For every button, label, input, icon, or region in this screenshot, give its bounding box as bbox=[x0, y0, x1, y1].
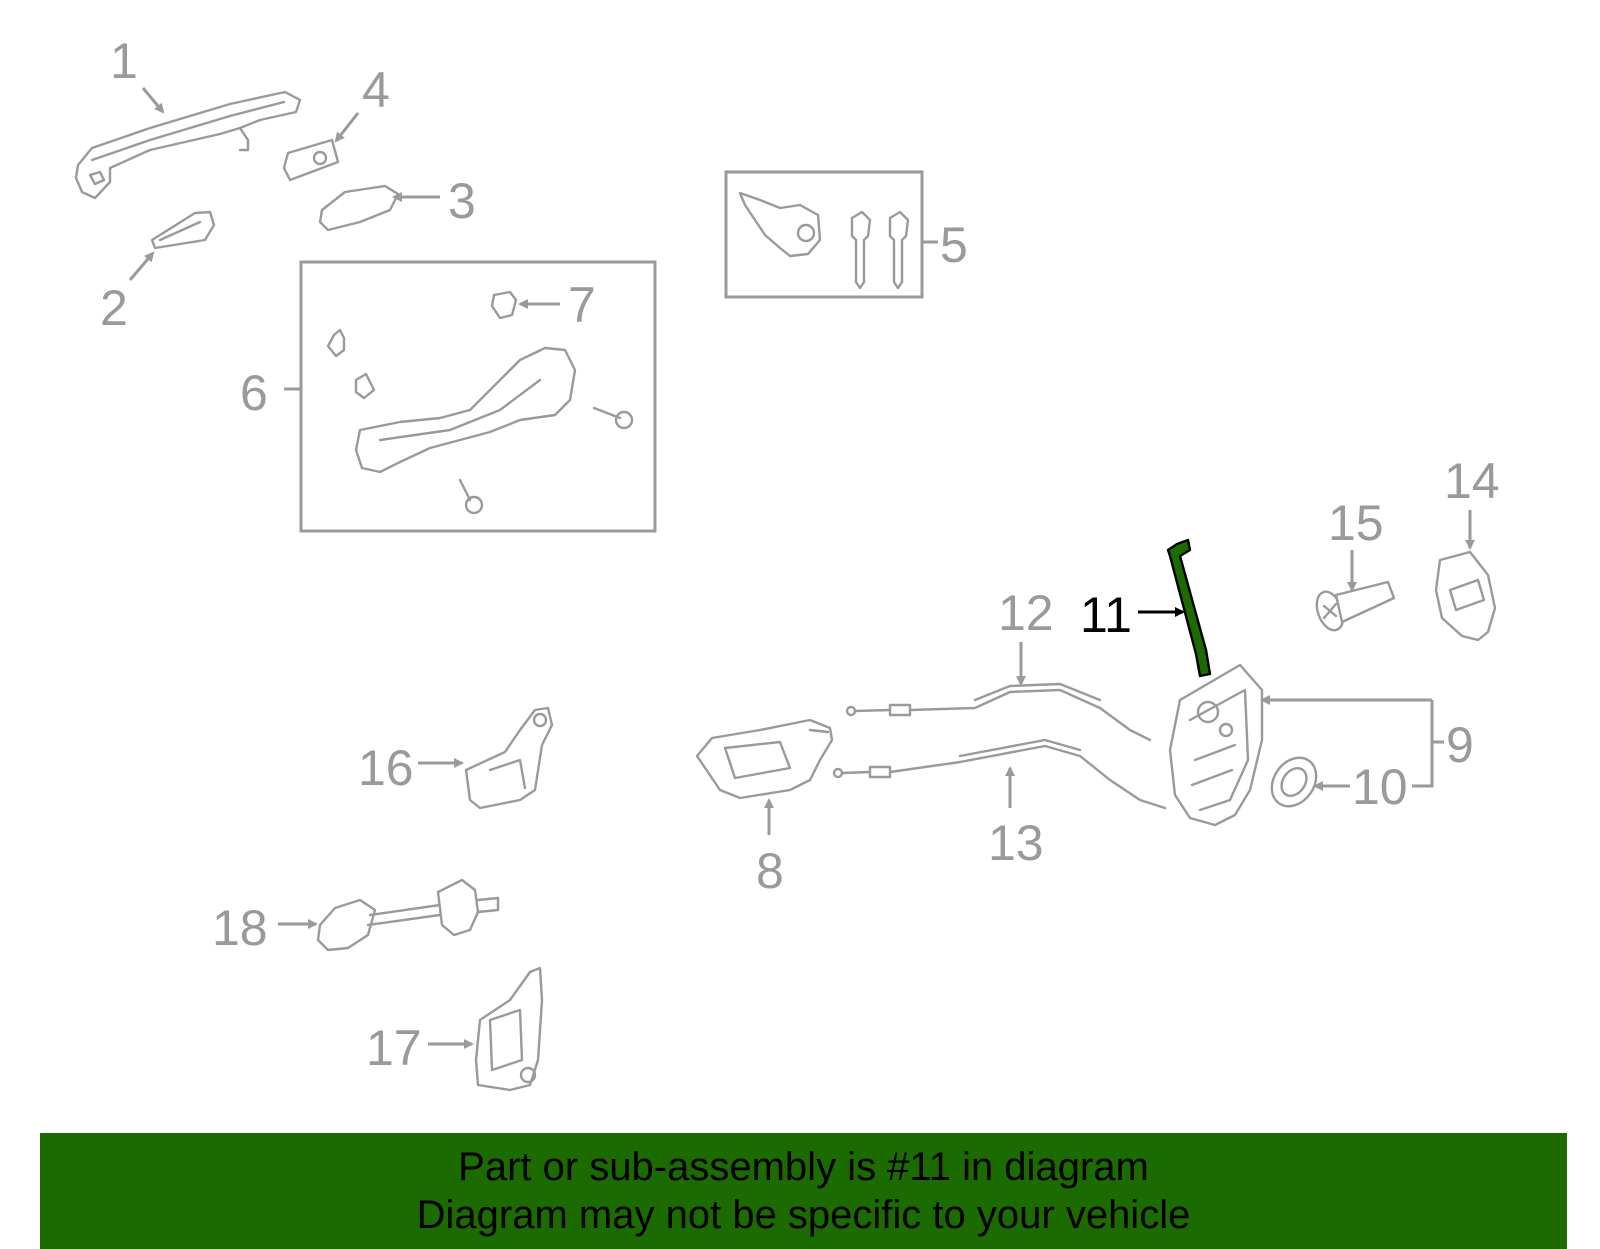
part-10-seal-ring[interactable] bbox=[1263, 749, 1326, 815]
callout-11[interactable]: 11 bbox=[1080, 587, 1132, 643]
leader-2 bbox=[128, 251, 155, 281]
part-11-lock-rod[interactable] bbox=[1166, 538, 1212, 678]
part-5-cylinder-keys-kit[interactable] bbox=[724, 170, 924, 299]
banner-line-1: Part or sub-assembly is #11 in diagram bbox=[458, 1145, 1149, 1189]
callout-7[interactable]: 7 bbox=[568, 277, 596, 333]
part-15-screw[interactable] bbox=[1312, 580, 1396, 634]
callout-16[interactable]: 16 bbox=[358, 740, 414, 796]
callout-15[interactable]: 15 bbox=[1328, 495, 1384, 551]
part-4-gasket[interactable] bbox=[282, 138, 340, 182]
leader-1 bbox=[141, 87, 165, 114]
callout-18[interactable]: 18 bbox=[212, 900, 268, 956]
callout-4[interactable]: 4 bbox=[362, 62, 390, 118]
leader-4 bbox=[334, 112, 360, 143]
callout-2[interactable]: 2 bbox=[100, 280, 128, 336]
part-18-door-check[interactable] bbox=[316, 878, 500, 952]
callout-10[interactable]: 10 bbox=[1352, 759, 1408, 815]
callout-9[interactable]: 9 bbox=[1446, 717, 1474, 773]
callout-6[interactable]: 6 bbox=[240, 365, 268, 421]
callout-13[interactable]: 13 bbox=[988, 815, 1044, 871]
callout-14[interactable]: 14 bbox=[1444, 453, 1500, 509]
banner-line-2: Diagram may not be specific to your vehi… bbox=[416, 1193, 1191, 1237]
part-16-hinge[interactable] bbox=[464, 706, 554, 810]
callout-12[interactable]: 12 bbox=[998, 585, 1054, 641]
part-9-lock-assembly[interactable] bbox=[1168, 663, 1264, 827]
callout-3[interactable]: 3 bbox=[448, 173, 476, 229]
part-12-upper-cable[interactable] bbox=[845, 682, 1152, 742]
part-8-inside-handle[interactable] bbox=[695, 718, 834, 800]
leader-9-bracket bbox=[1412, 700, 1434, 788]
part-1-outside-handle[interactable] bbox=[74, 90, 302, 200]
callout-8[interactable]: 8 bbox=[756, 843, 784, 899]
part-13-lower-cable[interactable] bbox=[832, 738, 1167, 810]
callout-1[interactable]: 1 bbox=[110, 33, 138, 89]
callout-17[interactable]: 17 bbox=[366, 1020, 422, 1076]
part-2-handle-cap[interactable] bbox=[150, 210, 216, 250]
part-14-striker[interactable] bbox=[1434, 550, 1497, 642]
part-6-frame-kit[interactable] bbox=[299, 260, 657, 533]
part-3-pad[interactable] bbox=[318, 184, 400, 232]
part-17-hinge-lower[interactable] bbox=[474, 966, 544, 1092]
info-banner: Part or sub-assembly is #11 in diagram D… bbox=[40, 1133, 1567, 1249]
callout-5[interactable]: 5 bbox=[940, 217, 968, 273]
